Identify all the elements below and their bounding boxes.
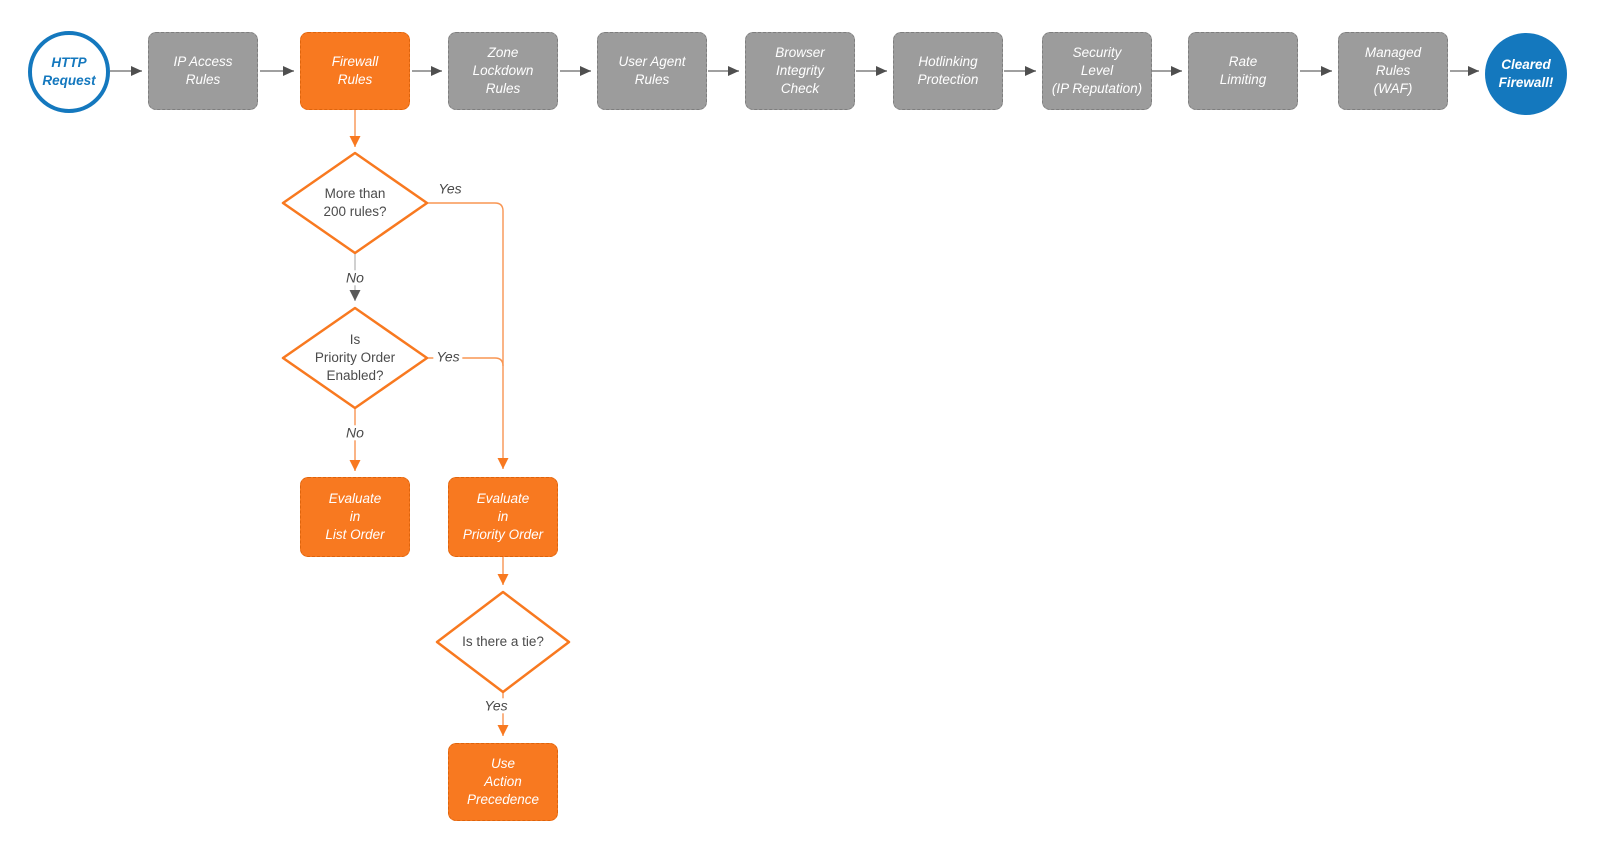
decision-diamond-priority-enabled: [281, 306, 429, 410]
action-evaluate-in-priority-order: Evaluate in Priority Order: [448, 477, 558, 557]
pipeline-node-hotlinking-protection: Hotlinking Protection: [893, 32, 1003, 110]
pipeline-node-label: Rate Limiting: [1219, 54, 1267, 87]
end-node-label: Cleared Firewall!: [1498, 57, 1554, 90]
action-evaluate-in-list-order: Evaluate in List Order: [300, 477, 410, 557]
edge-label-more-rules-yes: Yes: [438, 180, 462, 197]
pipeline-node-label: Hotlinking Protection: [917, 54, 979, 87]
decision-priority-order-enabled: Is Priority Order Enabled?: [283, 308, 427, 408]
connector-priority-enabled-yes-merge: [427, 357, 504, 367]
pipeline-node-label: Zone Lockdown Rules: [472, 45, 534, 96]
decision-more-than-200-rules: More than 200 rules?: [283, 153, 427, 253]
pipeline-node-managed-rules-waf: Managed Rules (WAF): [1338, 32, 1448, 110]
pipeline-node-label: IP Access Rules: [173, 54, 233, 87]
pipeline-node-label: User Agent Rules: [618, 54, 686, 87]
pipeline-node-label: Firewall Rules: [331, 54, 379, 87]
start-node-label: HTTP Request: [42, 55, 96, 88]
pipeline-node-browser-integrity-check: Browser Integrity Check: [745, 32, 855, 110]
connector-more-rules-yes-to-priority-order: [427, 202, 509, 469]
pipeline-node-label: Browser Integrity Check: [775, 45, 825, 96]
decision-diamond-more-rules: [281, 151, 429, 255]
pipeline-node-zone-lockdown-rules: Zone Lockdown Rules: [448, 32, 558, 110]
decision-label-text: More than 200 rules?: [323, 185, 387, 219]
action-label: Evaluate in List Order: [325, 490, 385, 543]
edge-label-priority-enabled-yes: Yes: [433, 348, 463, 365]
decision-label-text: Is there a tie?: [462, 633, 544, 649]
start-node-http-request: HTTP Request: [28, 31, 110, 113]
decision-label-text: Is Priority Order Enabled?: [314, 331, 396, 384]
pipeline-node-rate-limiting: Rate Limiting: [1188, 32, 1298, 110]
decision-diamond-is-there-a-tie: [435, 590, 571, 694]
action-use-action-precedence: Use Action Precedence: [448, 743, 558, 821]
action-label: Evaluate in Priority Order: [462, 490, 544, 543]
pipeline-node-firewall-rules: Firewall Rules: [300, 32, 410, 110]
pipeline-node-user-agent-rules: User Agent Rules: [597, 32, 707, 110]
pipeline-node-ip-access-rules: IP Access Rules: [148, 32, 258, 110]
pipeline-node-label: Managed Rules (WAF): [1364, 45, 1422, 96]
pipeline-node-label: Security Level (IP Reputation): [1051, 45, 1143, 96]
pipeline-node-security-level: Security Level (IP Reputation): [1042, 32, 1152, 110]
edge-label-more-rules-no: No: [343, 269, 367, 286]
decision-is-there-a-tie: Is there a tie?: [437, 592, 569, 692]
action-label: Use Action Precedence: [466, 755, 540, 808]
edge-label-tie-yes: Yes: [481, 697, 511, 714]
end-node-cleared-firewall: Cleared Firewall!: [1485, 33, 1567, 115]
edge-label-priority-enabled-no: No: [343, 424, 367, 441]
